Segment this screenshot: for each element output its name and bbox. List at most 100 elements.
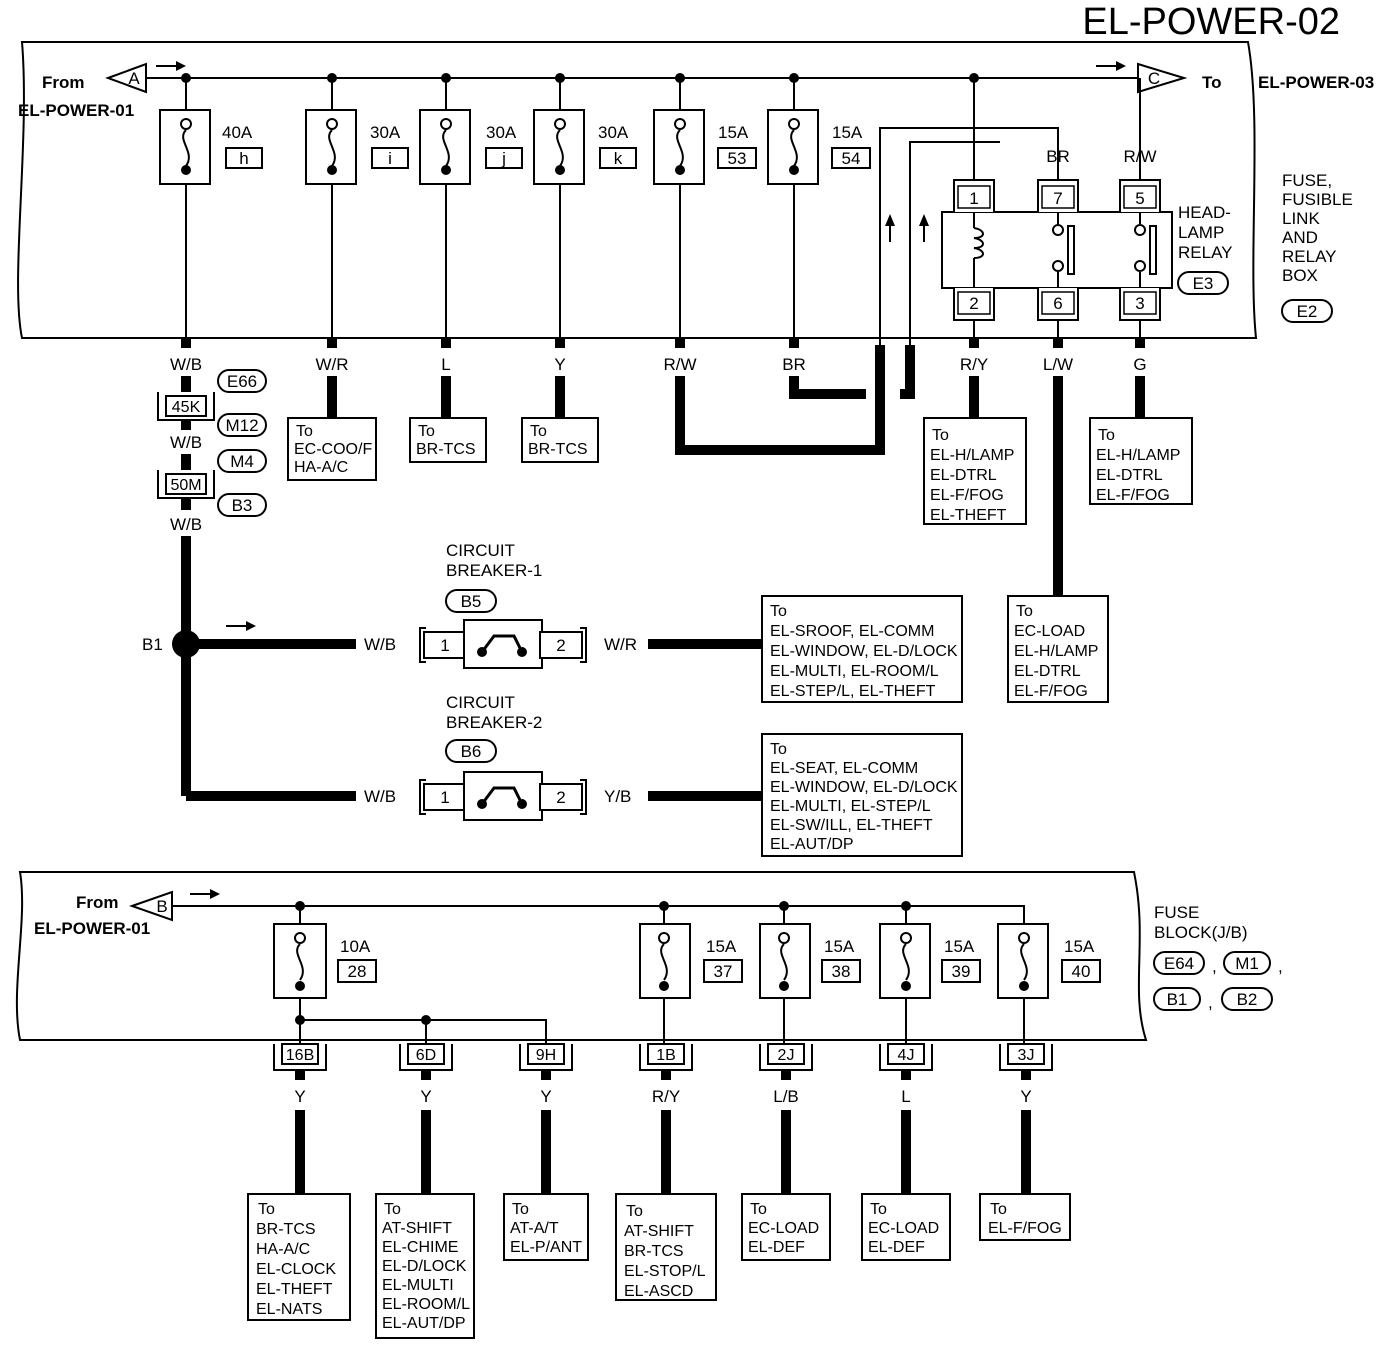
svg-text:Y: Y — [420, 1087, 431, 1106]
svg-text:3J: 3J — [1018, 1047, 1035, 1064]
svg-text:To: To — [1098, 427, 1115, 444]
to-label: To — [1202, 73, 1222, 92]
svg-text:To: To — [512, 1201, 529, 1218]
splice-point — [172, 630, 200, 658]
svg-text:To: To — [296, 423, 313, 440]
flow-arrow-icon — [210, 889, 220, 899]
svg-text:EL-AUT/DP: EL-AUT/DP — [382, 1315, 466, 1332]
svg-text:k: k — [614, 149, 623, 168]
svg-text:EL-F/FOG: EL-F/FOG — [930, 487, 1004, 504]
svg-text:Y: Y — [554, 355, 565, 374]
svg-text:6D: 6D — [416, 1047, 436, 1064]
svg-text:1: 1 — [969, 189, 978, 208]
svg-text:W/B: W/B — [170, 433, 202, 452]
svg-text:B3: B3 — [232, 496, 253, 515]
svg-text:15A: 15A — [832, 123, 863, 142]
svg-text:AT-A/T: AT-A/T — [510, 1220, 559, 1237]
fuse-k: 30A k Y — [533, 73, 637, 374]
svg-text:EL-POWER-01: EL-POWER-01 — [34, 919, 150, 938]
flow-arrow-icon — [246, 621, 256, 631]
svg-text:To: To — [990, 1201, 1007, 1218]
from-label: From — [42, 73, 85, 92]
output-9h: 9H Y To AT-A/T EL-P/ANT — [503, 1043, 589, 1261]
breaker-contact-icon — [480, 786, 524, 805]
svg-text:M4: M4 — [230, 452, 254, 471]
page-title: EL-POWER-02 — [1082, 1, 1340, 43]
flow-arrow-icon — [176, 61, 186, 71]
svg-text:B: B — [156, 897, 167, 916]
svg-text:Y: Y — [294, 1087, 305, 1106]
circuit-breaker-1: CIRCUIT BREAKER-1 B5 W/B 1 2 W/R To EL-S… — [364, 541, 963, 703]
svg-text:To: To — [870, 1201, 887, 1218]
relay-contact-icon — [1149, 225, 1157, 275]
svg-text:15A: 15A — [824, 937, 855, 956]
top-output-connector: C To EL-POWER-03 — [1096, 61, 1374, 94]
svg-text:To: To — [770, 603, 787, 620]
top-destinations: To EC-COO/F HA-A/C To BR-TCS To BR-TCS T… — [287, 417, 1193, 703]
svg-text:W/B: W/B — [170, 355, 202, 374]
svg-text:AND: AND — [1282, 228, 1318, 247]
svg-text:39: 39 — [952, 962, 971, 981]
svg-text:From: From — [76, 893, 119, 912]
svg-text:BR: BR — [1046, 147, 1070, 166]
fuse-53: 15A 53 R/W — [653, 73, 757, 374]
fuse-icon — [660, 943, 668, 981]
svg-text:R/W: R/W — [663, 355, 696, 374]
svg-text:5: 5 — [1135, 189, 1144, 208]
bottom-outputs: 16B Y To BR-TCS HA-A/C EL-CLOCK EL-THEFT… — [247, 1043, 1071, 1339]
svg-text:To: To — [530, 423, 547, 440]
svg-text:EL-DTRL: EL-DTRL — [1096, 467, 1163, 484]
svg-text:FUSIBLE: FUSIBLE — [1282, 190, 1353, 209]
svg-text:30A: 30A — [486, 123, 517, 142]
svg-text:EL-D/LOCK: EL-D/LOCK — [382, 1258, 467, 1275]
svg-text:To: To — [932, 427, 949, 444]
svg-text:To: To — [1016, 603, 1033, 620]
svg-text:EL-NATS: EL-NATS — [256, 1301, 322, 1318]
svg-text:W/B: W/B — [364, 787, 396, 806]
svg-text:E64: E64 — [1164, 954, 1194, 973]
svg-text:EL-MULTI, EL-ROOM/L: EL-MULTI, EL-ROOM/L — [770, 663, 939, 680]
output-4j: 4J L To EC-LOAD EL-DEF — [861, 1043, 951, 1261]
svg-text:50M: 50M — [170, 477, 201, 494]
svg-text:EC-COO/F: EC-COO/F — [294, 441, 372, 458]
svg-text:30A: 30A — [370, 123, 401, 142]
svg-text:3: 3 — [1135, 294, 1144, 313]
svg-text:AT-SHIFT: AT-SHIFT — [624, 1223, 694, 1240]
svg-text:RELAY: RELAY — [1282, 247, 1337, 266]
svg-text:EL-H/LAMP: EL-H/LAMP — [1096, 447, 1180, 464]
svg-text:7: 7 — [1053, 189, 1062, 208]
svg-text:B1: B1 — [1167, 990, 1188, 1009]
svg-text:FUSE,: FUSE, — [1282, 171, 1332, 190]
connector-c-label: C — [1148, 69, 1160, 88]
svg-text:L/B: L/B — [773, 1087, 799, 1106]
fuse-j: 30A j L — [419, 73, 523, 374]
svg-text:EL-CHIME: EL-CHIME — [382, 1239, 458, 1256]
headlamp-relay: 1 7 5 2 6 3 HEAD- LAMP RELAY — [941, 179, 1233, 374]
svg-text:Y/B: Y/B — [604, 787, 631, 806]
bottom-input-connector: From EL-POWER-01 B — [34, 889, 220, 938]
svg-text:,: , — [1212, 957, 1217, 976]
svg-text:16B: 16B — [286, 1047, 314, 1064]
svg-text:Y: Y — [1020, 1087, 1031, 1106]
svg-text:EL-STEP/L, EL-THEFT: EL-STEP/L, EL-THEFT — [770, 683, 936, 700]
fuse-icon — [902, 943, 910, 981]
svg-text:HA-A/C: HA-A/C — [256, 1241, 310, 1258]
to-ref: EL-POWER-03 — [1258, 73, 1374, 92]
svg-text:38: 38 — [832, 962, 851, 981]
fusible-link-box-outline — [17, 41, 1258, 339]
output-2j: 2J L/B To EC-LOAD EL-DEF — [741, 1043, 831, 1261]
svg-text:To: To — [384, 1201, 401, 1218]
svg-text:EC-LOAD: EC-LOAD — [748, 1220, 819, 1237]
svg-text:W/B: W/B — [170, 515, 202, 534]
up-arrow-icon — [885, 214, 895, 226]
connector-a-label: A — [128, 69, 140, 88]
svg-text:45K: 45K — [172, 399, 201, 416]
svg-text:EL-THEFT: EL-THEFT — [256, 1281, 333, 1298]
svg-text:4J: 4J — [898, 1047, 915, 1064]
breaker-contact-icon — [480, 634, 524, 653]
svg-text:37: 37 — [714, 962, 733, 981]
svg-text:1: 1 — [440, 636, 449, 655]
circuit-breaker-2: CIRCUIT BREAKER-2 B6 W/B 1 2 Y/B To EL-S… — [364, 693, 963, 857]
fuse-icon — [182, 129, 190, 167]
